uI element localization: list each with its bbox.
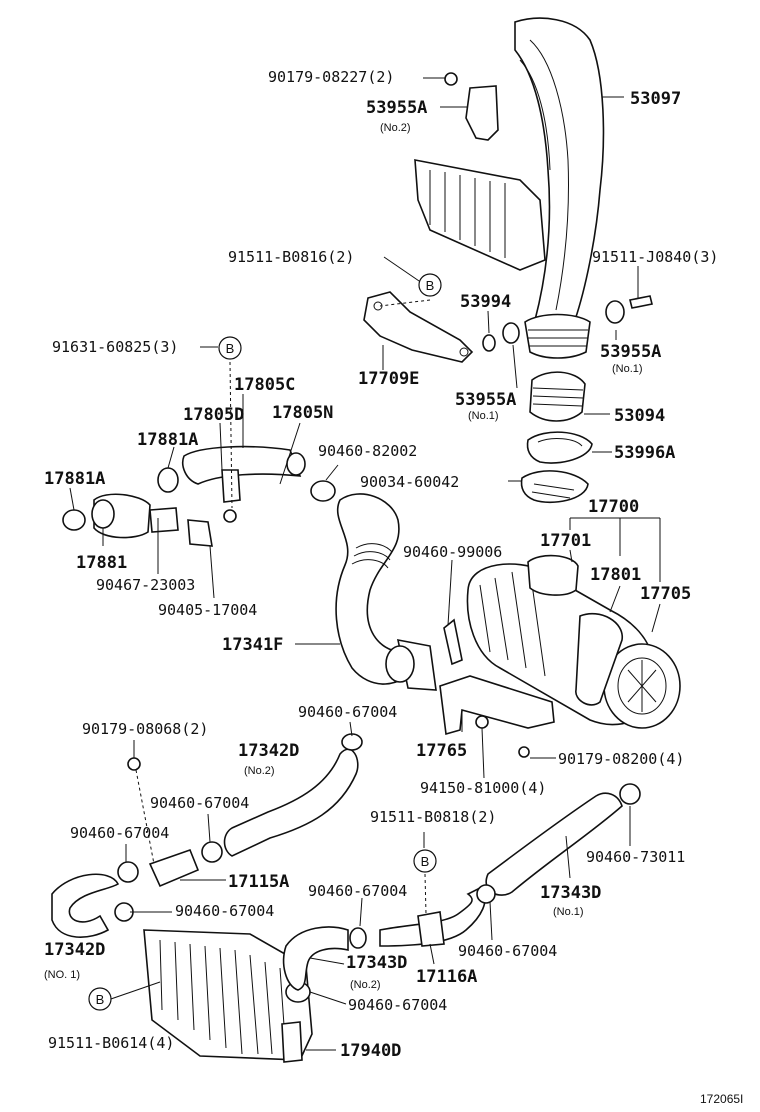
hose-17343D-no1 [476,783,641,904]
label-90460-67004-b: 90460-67004 [150,794,249,812]
svg-text:B: B [226,341,235,356]
bracket-53955A-no2 [444,72,499,141]
svg-text:B: B [421,854,430,869]
label-90460-82002: 90460-82002 [318,442,417,460]
label-17709E: 17709E [358,369,419,389]
gasket-53996A [526,431,593,464]
label-90179-08200: 90179-08200(4) [558,750,684,768]
label-91511-B0818: 91511-B0818(2) [370,808,496,826]
label-no2-17343: (No.2) [350,979,381,991]
label-17343D-right: 17343D [540,883,601,903]
label-53955A-right: 53955A [600,342,661,362]
elbow-17881 [62,493,213,547]
label-no1-right: (No.1) [612,363,643,375]
label-90467-23003: 90467-23003 [96,576,195,594]
label-90460-99006: 90460-99006 [403,543,502,561]
ref-circle-b-middle: B [413,849,437,873]
label-17115A: 17115A [228,872,289,892]
label-91631-60825: 91631-60825(3) [52,338,178,356]
label-53996A: 53996A [614,443,675,463]
label-53994: 53994 [460,292,511,312]
hose-17341F [335,493,437,691]
label-17701: 17701 [540,531,591,551]
label-17801: 17801 [590,565,641,585]
label-17805C: 17805C [234,375,295,395]
label-90460-67004-g: 90460-67004 [348,996,447,1014]
hose-17343D-no2 [282,926,367,991]
intercooler-17940D [143,929,313,1063]
label-no1-17342: (NO. 1) [44,969,80,981]
pipe-17805C [157,445,306,523]
label-53097: 53097 [630,89,681,109]
clamp-90460-82002 [310,480,336,502]
label-17700: 17700 [588,497,639,517]
label-91511-B0614: 91511-B0614(4) [48,1034,174,1052]
label-17940D: 17940D [340,1041,401,1061]
label-17765: 17765 [416,741,467,761]
clamp-90034-60042 [520,470,589,504]
stay-bracket-17709E [363,291,474,363]
label-no2-17342: (No.2) [244,765,275,777]
label-90460-67004-c: 90460-67004 [70,824,169,842]
label-17343D-bottom: 17343D [346,953,407,973]
air-intake-duct-53097 [414,17,605,359]
label-90179-08068: 90179-08068(2) [82,720,208,738]
grommets [482,295,653,352]
label-90034-60042: 90034-60042 [360,473,459,491]
label-17881A-b: 17881A [44,469,105,489]
label-no1-17343: (No.1) [553,906,584,918]
label-90460-73011: 90460-73011 [586,848,685,866]
ref-circle-b-lower-left: B [88,987,112,1011]
label-17705: 17705 [640,584,691,604]
label-17805D: 17805D [183,405,244,425]
hose-53094 [529,371,586,422]
svg-text:B: B [96,992,105,1007]
label-17341F: 17341F [222,635,283,655]
label-90179-08227: 90179-08227(2) [268,68,394,86]
label-17805N: 17805N [272,403,333,423]
connector-17115A [117,757,200,888]
label-90460-67004-f: 90460-67004 [458,942,557,960]
ref-circle-b-upper-right: B [418,273,442,297]
label-90405-17004: 90405-17004 [158,601,257,619]
air-cleaner-assy-17700 [443,554,681,729]
label-90460-67004-d: 90460-67004 [308,882,407,900]
label-91511-B0816: 91511-B0816(2) [228,248,354,266]
label-17116A: 17116A [416,967,477,987]
label-17342D-top: 17342D [238,741,299,761]
ref-circle-b-upper-left: B [218,336,242,360]
label-53094: 53094 [614,406,665,426]
hose-17342D-no1 [51,873,134,938]
leader-lines [69,77,661,1051]
label-17881: 17881 [76,553,127,573]
hose-17342D-no2 [201,733,363,863]
part-labels: 90179-08227(2) 53955A (No.2) 53097 91511… [44,68,743,1106]
label-no1-mid: (No.1) [468,410,499,422]
label-17881A-a: 17881A [137,430,198,450]
figure-id: 172065I [700,1092,743,1106]
svg-text:B: B [426,278,435,293]
label-90460-67004-a: 90460-67004 [298,703,397,721]
bracket-17765 [439,675,555,758]
label-17342D-bottom: 17342D [44,940,105,960]
label-94150-81000: 94150-81000(4) [420,779,546,797]
label-no2-top: (No.2) [380,122,411,134]
label-90460-67004-e: 90460-67004 [175,902,274,920]
label-53955A-mid: 53955A [455,390,516,410]
label-91511-J0840: 91511-J0840(3) [592,248,718,266]
label-53955A-top: 53955A [366,98,427,118]
